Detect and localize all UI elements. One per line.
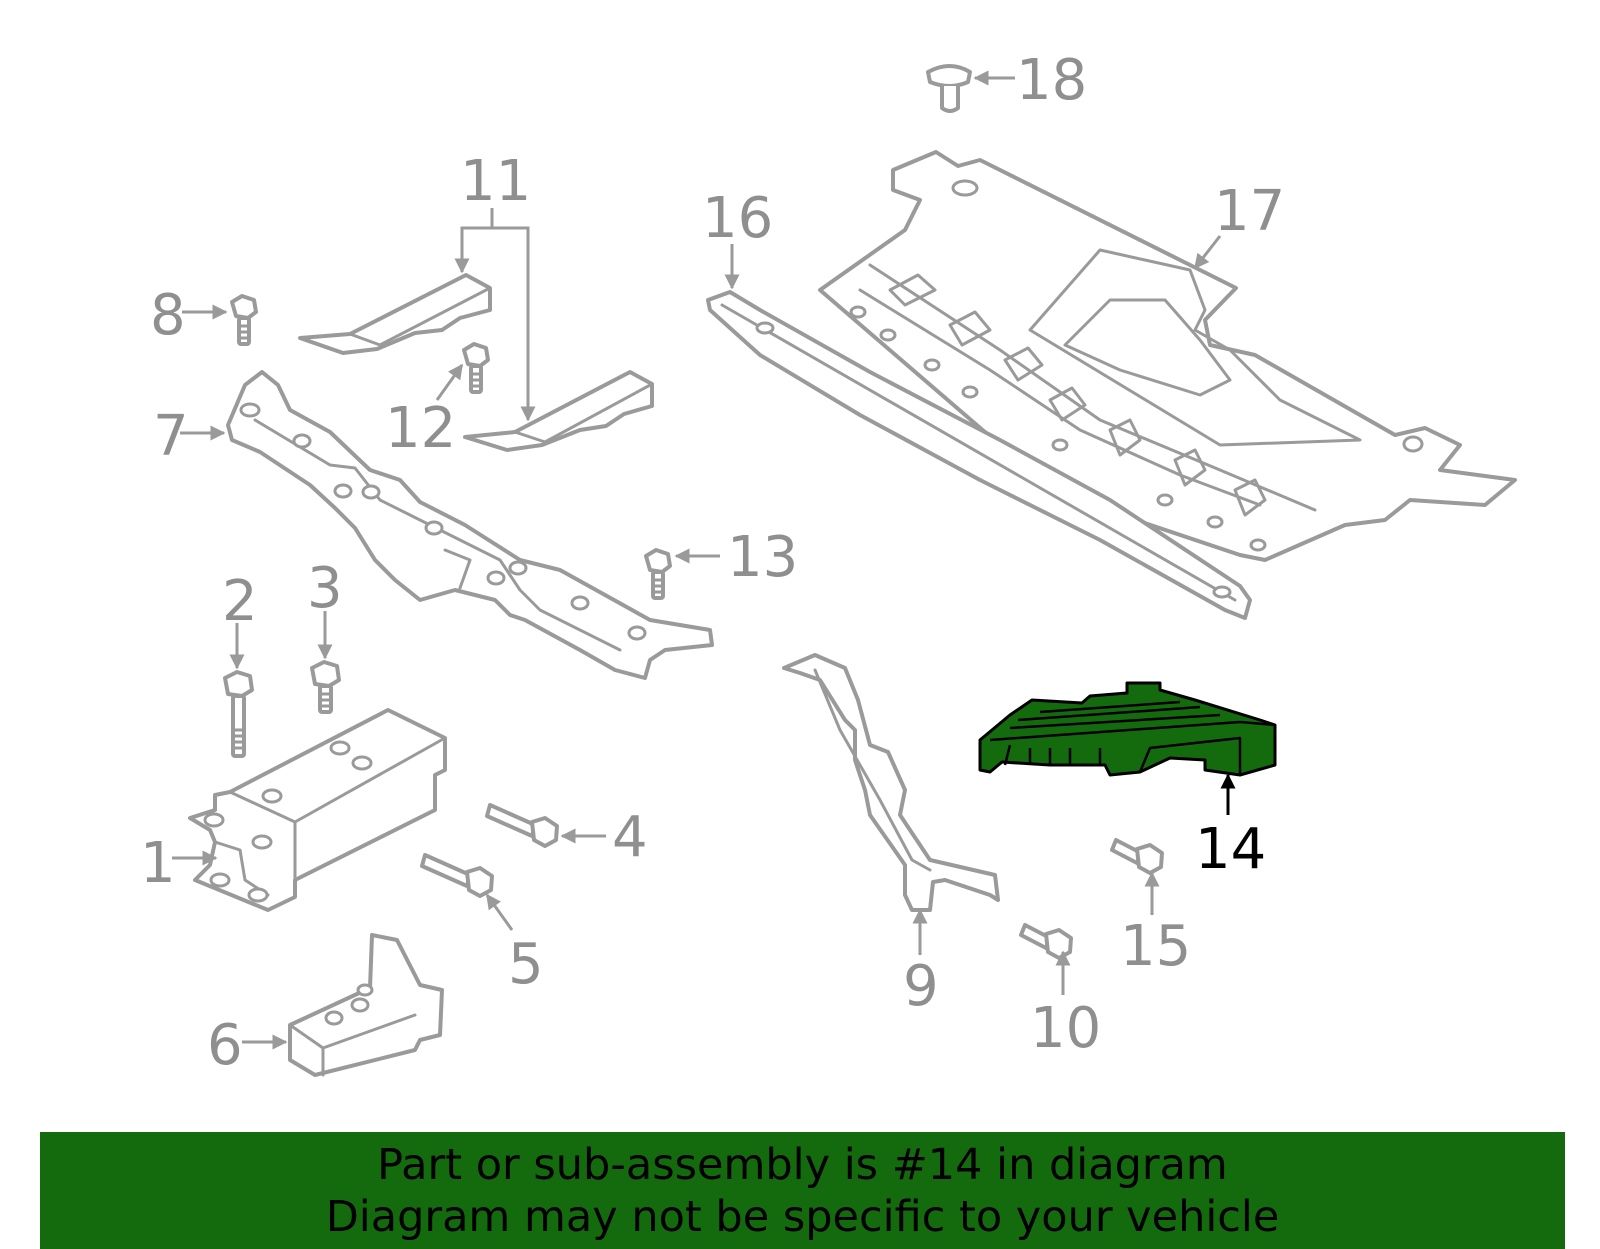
part-15-bolt[interactable] — [1110, 838, 1164, 875]
callout-7: 7 — [153, 404, 189, 469]
part-14-shield-highlighted[interactable] — [978, 681, 1277, 777]
callout-8: 8 — [150, 283, 186, 348]
leader-lines — [172, 70, 1236, 1050]
callout-13: 13 — [727, 525, 798, 590]
banner-line-disclaimer: Diagram may not be specific to your vehi… — [325, 1191, 1280, 1242]
part-9-side-support[interactable] — [782, 653, 1000, 912]
callout-labels: 18 17 16 11 8 12 7 13 2 3 4 1 5 6 9 10 1… — [140, 48, 1285, 1078]
part-13-bolt[interactable] — [644, 548, 672, 600]
part-3-bolt[interactable] — [310, 660, 341, 714]
callout-15: 15 — [1120, 914, 1191, 979]
callout-4: 4 — [612, 805, 648, 870]
part-6-lower-bracket[interactable] — [288, 933, 444, 1077]
part-11-upper-bracket-front[interactable] — [298, 273, 492, 355]
callout-17: 17 — [1214, 179, 1285, 244]
callout-5: 5 — [508, 932, 544, 997]
part-11-upper-bracket-rear[interactable] — [463, 370, 654, 452]
part-4-bolt[interactable] — [485, 803, 559, 848]
part-18-push-clip[interactable] — [926, 64, 972, 113]
callout-10: 10 — [1030, 996, 1101, 1061]
callout-16: 16 — [702, 186, 773, 251]
info-banner: Part or sub-assembly is #14 in diagram D… — [40, 1132, 1565, 1249]
part-7-support-panel[interactable] — [226, 370, 714, 680]
banner-line-part-number: Part or sub-assembly is #14 in diagram — [377, 1139, 1228, 1190]
part-8-bolt[interactable] — [230, 294, 258, 346]
callout-6: 6 — [207, 1013, 243, 1078]
callout-18: 18 — [1016, 48, 1087, 113]
part-16-seal-strip[interactable] — [706, 290, 1252, 620]
part-17-upper-shield[interactable] — [818, 150, 1517, 562]
callout-14-highlighted: 14 — [1195, 817, 1266, 882]
callout-11: 11 — [460, 149, 531, 214]
part-2-bolt[interactable] — [223, 670, 254, 758]
part-5-bolt[interactable] — [420, 853, 494, 898]
part-12-bolt[interactable] — [462, 342, 490, 394]
callout-3: 3 — [307, 556, 343, 621]
callout-1: 1 — [140, 831, 176, 896]
part-1-bumper-bracket[interactable] — [188, 708, 447, 912]
callout-9: 9 — [903, 954, 939, 1019]
callout-12: 12 — [385, 396, 456, 461]
callout-2: 2 — [222, 569, 258, 634]
